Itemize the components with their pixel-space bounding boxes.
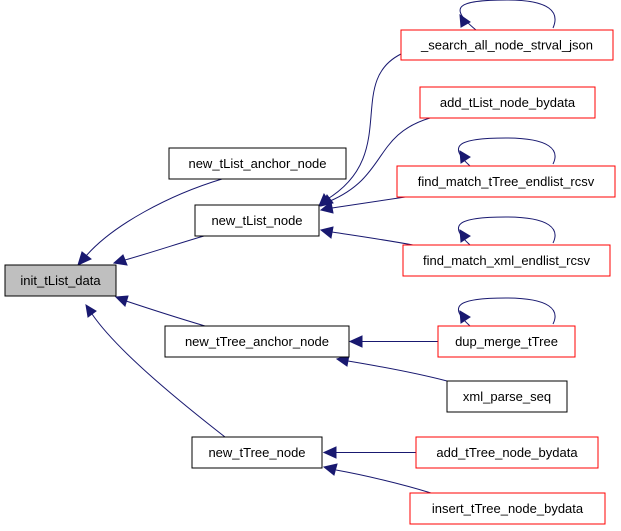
- node-new-tlist-anchor-node-label: new_tList_anchor_node: [188, 156, 326, 171]
- node-new-ttree-anchor-node[interactable]: new_tTree_anchor_node: [164, 325, 350, 358]
- node-find-match-ttree-endlist-rcsv[interactable]: find_match_tTree_endlist_rcsv: [396, 165, 616, 198]
- node-find-match-xml-endlist-rcsv-label: find_match_xml_endlist_rcsv: [423, 253, 590, 268]
- edge-find-match-xml-endlist-rcsv-to-new-tlist-node: [319, 226, 414, 246]
- arrowhead-icon: [459, 150, 471, 164]
- node-new-tlist-anchor-node-box: [168, 147, 347, 180]
- edge-line: [329, 117, 431, 202]
- node-new-tlist-anchor-node[interactable]: new_tList_anchor_node: [168, 147, 347, 180]
- node-add-tlist-node-bydata-box: [419, 86, 596, 119]
- node-new-tlist-node-label: new_tList_node: [211, 213, 302, 228]
- edge-line: [325, 53, 402, 201]
- edges-layer: [77, 0, 556, 494]
- node-add-ttree-node-bydata-label: add_tTree_node_bydata: [436, 445, 578, 460]
- edge-line: [458, 216, 556, 246]
- edge-line: [459, 0, 556, 31]
- arrowhead-icon: [112, 254, 128, 266]
- node-dup-merge-ttree-box: [437, 325, 576, 358]
- edge-find-match-ttree-endlist-rcsv-to-find-match-ttree-endlist-rcsv: [458, 137, 556, 167]
- node-insert-ttree-node-bydata-label: insert_tTree_node_bydata: [432, 501, 584, 516]
- node-xml-parse-seq[interactable]: xml_parse_seq: [446, 380, 568, 413]
- node-dup-merge-ttree[interactable]: dup_merge_tTree: [437, 325, 576, 358]
- node-new-ttree-node-label: new_tTree_node: [208, 445, 305, 460]
- edge-new-ttree-node-to-init-tlist-data: [85, 304, 226, 438]
- node-new-tlist-node[interactable]: new_tList_node: [194, 204, 320, 237]
- node-add-tlist-node-bydata-label: add_tList_node_bydata: [440, 95, 576, 110]
- edge-dup-merge-ttree-to-new-ttree-anchor-node: [348, 335, 438, 348]
- node-new-ttree-node-box: [191, 436, 323, 469]
- edge-dup-merge-ttree-to-dup-merge-ttree: [458, 297, 556, 327]
- edge-search-all-node-strval-json-to-new-tlist-node: [318, 53, 402, 207]
- node-new-ttree-anchor-node-label: new_tTree_anchor_node: [185, 334, 329, 349]
- arrowhead-icon: [322, 446, 337, 459]
- node-find-match-xml-endlist-rcsv[interactable]: find_match_xml_endlist_rcsv: [402, 244, 611, 277]
- node-find-match-ttree-endlist-rcsv-label: find_match_tTree_endlist_rcsv: [418, 174, 595, 189]
- node-new-tlist-node-box: [194, 204, 320, 237]
- arrowhead-icon: [459, 310, 471, 324]
- node-insert-ttree-node-bydata-box: [409, 492, 606, 525]
- arrowhead-icon: [114, 295, 129, 307]
- edge-new-ttree-anchor-node-to-init-tlist-data: [114, 295, 206, 327]
- edge-new-tlist-node-to-init-tlist-data: [112, 235, 205, 266]
- arrowhead-icon: [319, 226, 334, 239]
- edge-line: [331, 231, 414, 246]
- edge-add-ttree-node-bydata-to-new-ttree-node: [322, 446, 416, 459]
- edge-xml-parse-seq-to-new-ttree-anchor-node: [335, 354, 448, 382]
- node-add-ttree-node-bydata[interactable]: add_tTree_node_bydata: [415, 436, 599, 469]
- node-new-ttree-anchor-node-box: [164, 325, 350, 358]
- node-dup-merge-ttree-label: dup_merge_tTree: [455, 334, 558, 349]
- edge-line: [124, 235, 205, 261]
- node-init-tlist-data-box: [4, 264, 117, 297]
- node-init-tlist-data-label: init_tList_data: [20, 273, 101, 288]
- edge-line: [458, 297, 556, 327]
- arrowhead-icon: [459, 229, 471, 243]
- node-search-all-node-strval-json[interactable]: _search_all_node_strval_json: [400, 29, 614, 61]
- edge-line: [125, 300, 206, 327]
- arrowhead-icon: [85, 304, 97, 318]
- node-init-tlist-data[interactable]: init_tList_data: [4, 264, 117, 297]
- edge-line: [347, 360, 448, 382]
- edge-line: [335, 469, 432, 494]
- edge-insert-ttree-node-bydata-to-new-ttree-node: [322, 463, 432, 494]
- node-find-match-ttree-endlist-rcsv-box: [396, 165, 616, 198]
- node-find-match-xml-endlist-rcsv-box: [402, 244, 611, 277]
- edge-new-tlist-anchor-node-to-init-tlist-data: [77, 178, 223, 266]
- edge-line: [331, 195, 413, 209]
- node-xml-parse-seq-box: [446, 380, 568, 413]
- node-new-ttree-node[interactable]: new_tTree_node: [191, 436, 323, 469]
- nodes-layer: init_tList_data new_tList_anchor_node ne…: [4, 29, 616, 525]
- arrowhead-icon: [348, 335, 363, 348]
- node-xml-parse-seq-label: xml_parse_seq: [463, 389, 551, 404]
- edge-line: [91, 313, 226, 438]
- node-search-all-node-strval-json-box: [400, 29, 614, 61]
- edge-find-match-xml-endlist-rcsv-to-find-match-xml-endlist-rcsv: [458, 216, 556, 246]
- arrowhead-icon: [77, 251, 92, 266]
- edge-line: [85, 178, 223, 257]
- node-add-tlist-node-bydata[interactable]: add_tList_node_bydata: [419, 86, 596, 119]
- edge-line: [458, 137, 556, 167]
- node-insert-ttree-node-bydata[interactable]: insert_tTree_node_bydata: [409, 492, 606, 525]
- node-search-all-node-strval-json-label: _search_all_node_strval_json: [420, 38, 593, 53]
- arrowhead-icon: [322, 463, 338, 476]
- edge-search-all-node-strval-json-to-search-all-node-strval-json: [459, 0, 556, 31]
- arrowhead-icon: [319, 201, 334, 214]
- arrowhead-icon: [459, 13, 471, 28]
- node-add-ttree-node-bydata-box: [415, 436, 599, 469]
